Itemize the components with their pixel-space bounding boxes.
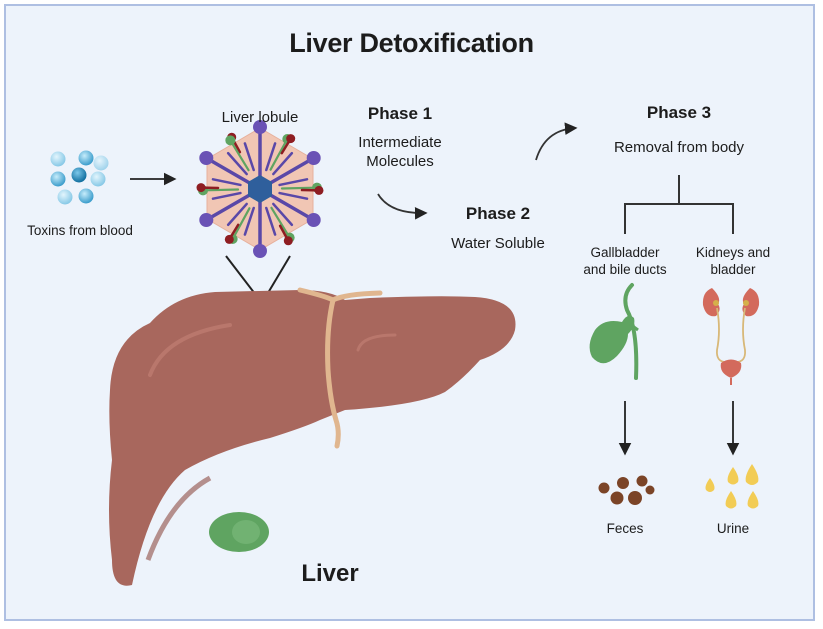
toxins-label: Toxins from blood — [27, 223, 133, 238]
gallbladder-label-line2: and bile ducts — [583, 262, 667, 277]
phase2-subtitle: Water Soluble — [451, 235, 545, 252]
phase1-line2: Molecules — [366, 153, 434, 170]
phase3-subtitle: Removal from body — [613, 139, 745, 156]
phase2-heading: Phase 2 — [465, 204, 531, 223]
gallbladder-label-line1: Gallbladder — [590, 245, 660, 260]
lobule-label: Liver lobule — [221, 109, 299, 126]
arrow-phase2-to-phase3 — [535, 122, 578, 161]
phase3-heading: Phase 3 — [646, 103, 712, 122]
toxin-molecules-icon — [50, 150, 109, 205]
kidneys-label-line2: bladder — [710, 262, 756, 277]
gallbladder-icon — [589, 283, 639, 380]
feces-label: Feces — [606, 521, 644, 536]
phase1-line1: Intermediate — [358, 134, 442, 151]
liver-icon — [109, 287, 516, 586]
liver-lobule-icon — [196, 120, 324, 258]
phase3-branch-connector — [624, 175, 734, 234]
arrow-phase1-to-phase2 — [377, 193, 428, 220]
urine-drops-icon — [705, 464, 759, 509]
kidneys-label-line1: Kidneys and — [695, 245, 771, 260]
kidneys-bladder-icon — [702, 288, 760, 385]
liver-label: Liver — [301, 560, 359, 587]
diagram-title: Liver Detoxification — [289, 28, 534, 58]
urine-label: Urine — [716, 521, 750, 536]
feces-icon — [598, 475, 655, 505]
phase1-heading: Phase 1 — [367, 104, 433, 123]
